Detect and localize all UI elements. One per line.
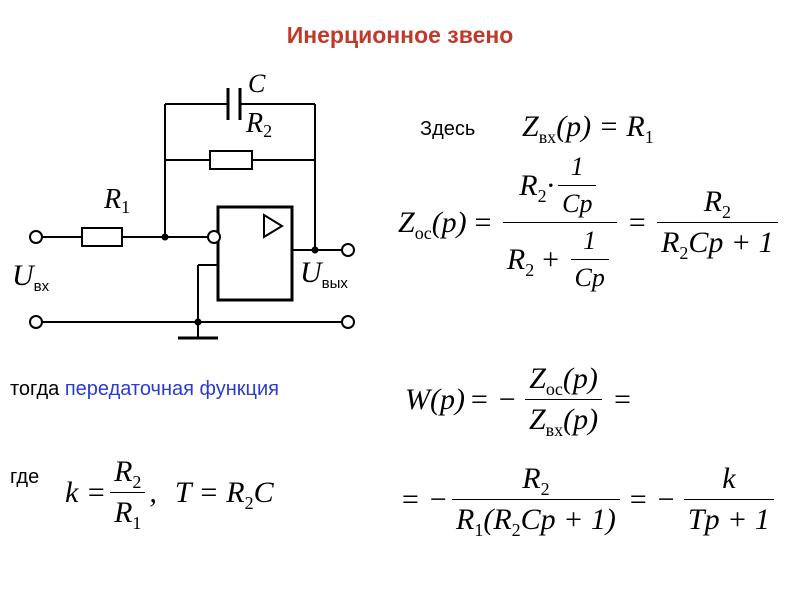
input-voltage-label: Uвх bbox=[12, 259, 50, 295]
r1-label: R1 bbox=[103, 184, 130, 217]
transfer-equation: W(p) = − Zoc(p) Zвх(p) = bbox=[405, 362, 633, 440]
result-equation: = − R2 R1(R2Cp + 1) = − k Tp + 1 bbox=[400, 462, 778, 539]
slide-title: Инерционное звено bbox=[286, 22, 514, 48]
capacitor-label: C bbox=[248, 69, 266, 98]
r2-label: R2 bbox=[245, 108, 272, 141]
output-voltage-label: Uвых bbox=[300, 256, 348, 292]
zin-equation: Zвх(p) = R1 bbox=[522, 110, 654, 147]
transfer-intro-text: тогда передаточная функция bbox=[10, 378, 280, 400]
where-definitions: k = R2 R1 , T = R2C bbox=[65, 455, 274, 533]
zin-intro-text: Здесь bbox=[420, 118, 476, 140]
circuit-diagram: C R2 R1 Uвх Uвых bbox=[12, 69, 355, 340]
highlighted-term: передаточная функция bbox=[64, 378, 280, 400]
where-label: где bbox=[10, 466, 40, 488]
